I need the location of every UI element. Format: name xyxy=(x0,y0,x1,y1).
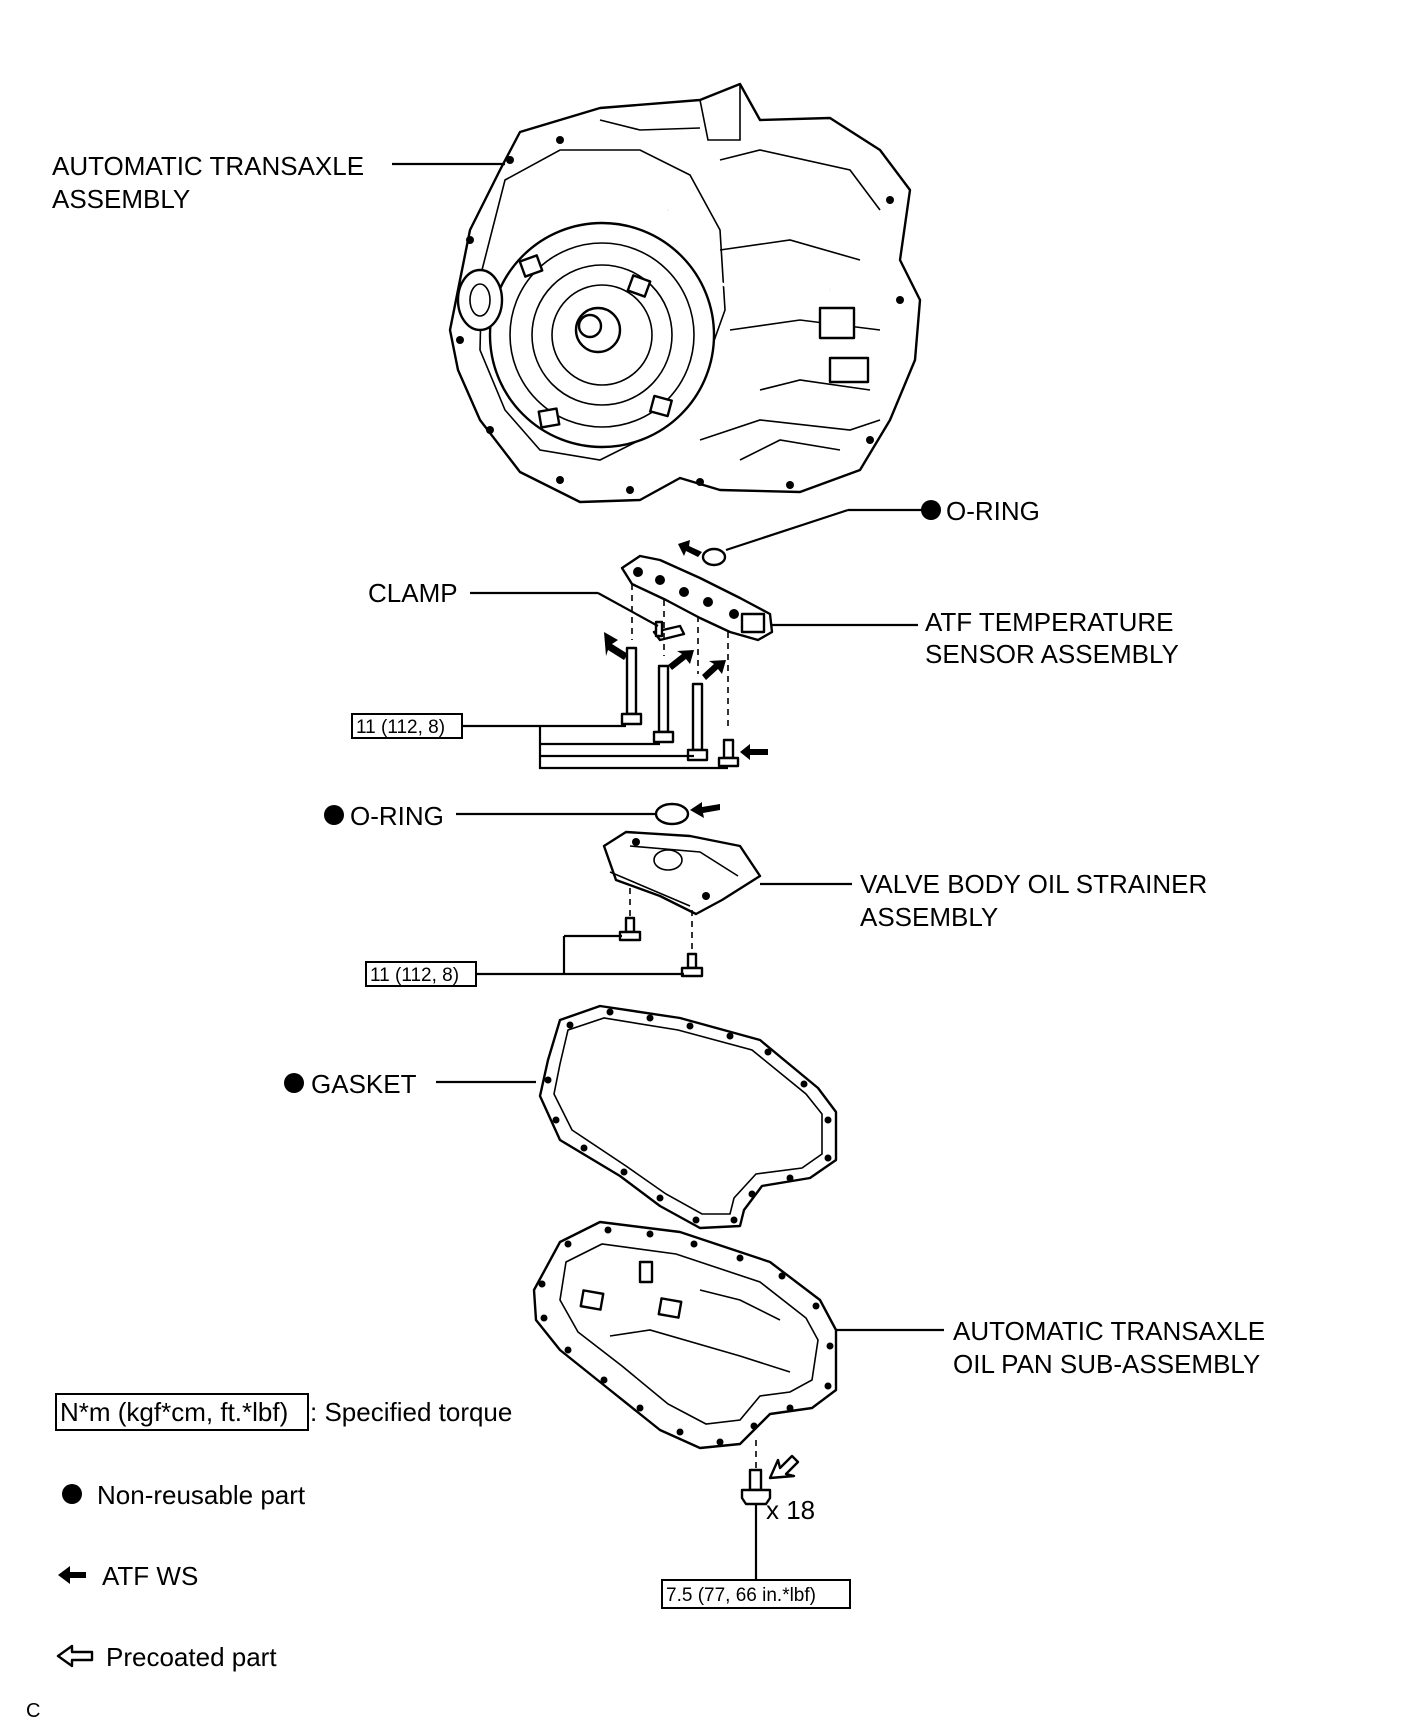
oil-strainer-drawing xyxy=(602,830,762,916)
atf-ws-arrow-4 xyxy=(740,744,768,760)
label-oil-pan-line2: OIL PAN SUB-ASSEMBLY xyxy=(953,1349,1260,1379)
leader-clamp-diag xyxy=(597,592,659,627)
leader-torque-sensor xyxy=(462,724,728,770)
sensor-bolt-2 xyxy=(652,664,675,744)
label-atf-sensor-line2: SENSOR ASSEMBLY xyxy=(925,639,1179,669)
legend-atf-ws-text: ATF WS xyxy=(102,1561,198,1591)
non-reusable-marker-oring-top xyxy=(921,500,941,520)
sensor-bolt-4 xyxy=(717,738,740,768)
torque-sensor-bolts: 11 (112, 8) xyxy=(356,717,445,738)
label-gasket: GASKET xyxy=(311,1069,417,1099)
atf-ws-arrow-3 xyxy=(702,660,726,680)
label-strainer-line2: ASSEMBLY xyxy=(860,902,998,932)
torque-strainer-bolts: 11 (112, 8) xyxy=(370,965,459,986)
non-reusable-marker-oring-mid xyxy=(324,805,344,825)
legend-non-reusable-text: Non-reusable part xyxy=(97,1480,306,1510)
atf-ws-arrow-2 xyxy=(668,650,694,670)
leader-torque-strainer xyxy=(476,934,684,976)
legend-torque-text: : Specified torque xyxy=(310,1397,512,1427)
label-oring-top: O-RING xyxy=(946,496,1040,526)
legend: N*m (kgf*cm, ft.*lbf) : Specified torque… xyxy=(55,1393,512,1672)
transaxle-assembly-drawing xyxy=(448,82,922,504)
label-oil-pan-line1: AUTOMATIC TRANSAXLE xyxy=(953,1316,1265,1346)
o-ring-top-part xyxy=(701,547,727,567)
gasket-drawing xyxy=(538,1004,838,1230)
sensor-bolt-1 xyxy=(620,646,643,726)
figure-code: C xyxy=(26,1700,40,1722)
torque-box-sensor xyxy=(351,713,463,739)
label-transaxle-line1: AUTOMATIC TRANSAXLE xyxy=(52,151,364,181)
label-transaxle-line2: ASSEMBLY xyxy=(52,184,190,214)
atf-ws-arrow-oring-mid xyxy=(690,802,720,818)
leader-oring-top xyxy=(725,508,849,552)
strainer-bolt-2 xyxy=(680,952,704,978)
sensor-bolt-3 xyxy=(686,682,709,762)
strainer-bolt-1 xyxy=(618,916,642,942)
atf-ws-arrow-1 xyxy=(604,632,628,660)
oil-pan-bolt xyxy=(740,1468,772,1506)
oil-pan-drawing xyxy=(532,1220,838,1450)
atf-temperature-sensor-drawing xyxy=(620,554,774,642)
label-atf-sensor-line1: ATF TEMPERATURE xyxy=(925,607,1173,637)
legend-torque-box-text: N*m (kgf*cm, ft.*lbf) xyxy=(60,1397,288,1427)
label-bolt-count: x 18 xyxy=(766,1495,815,1525)
o-ring-mid-part xyxy=(654,802,690,826)
torque-box-strainer xyxy=(365,961,477,987)
atf-ws-arrow-oring-top xyxy=(678,540,702,557)
legend-precoated-text: Precoated part xyxy=(106,1642,277,1672)
label-clamp: CLAMP xyxy=(368,578,458,608)
label-strainer-line1: VALVE BODY OIL STRAINER xyxy=(860,869,1207,899)
torque-oil-pan-bolts: 7.5 (77, 66 in.*lbf) xyxy=(666,1585,816,1606)
precoated-arrow-pan-bolt xyxy=(768,1454,800,1480)
non-reusable-marker-gasket xyxy=(284,1073,304,1093)
legend-atf-ws-icon xyxy=(58,1566,86,1584)
legend-torque-box xyxy=(55,1393,309,1431)
clamp-part xyxy=(652,620,686,642)
torque-box-oil-pan xyxy=(661,1579,851,1609)
legend-precoated-icon xyxy=(56,1644,94,1668)
label-oring-mid: O-RING xyxy=(350,801,444,831)
legend-non-reusable-icon xyxy=(62,1484,82,1504)
